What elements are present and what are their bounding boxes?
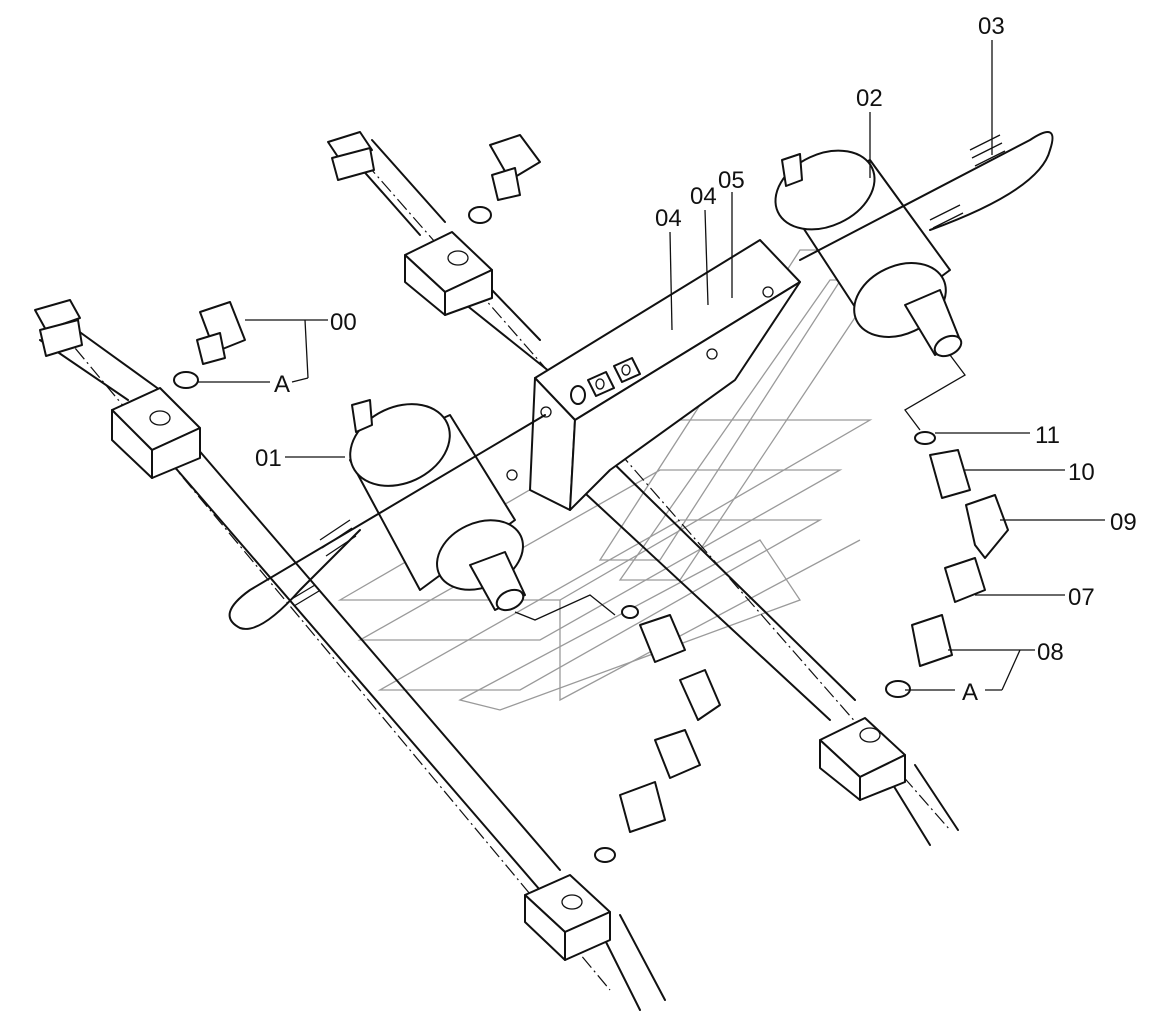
label-a-right: A <box>962 679 978 706</box>
label-11: 11 <box>1035 422 1060 449</box>
label-10: 10 <box>1068 459 1095 486</box>
left-pipe <box>34 299 666 1011</box>
label-a-left: A <box>274 371 290 398</box>
part-labels: 00 01 02 03 04 04 05 07 08 09 10 11 A A <box>255 13 1137 706</box>
label-07: 07 <box>1068 584 1095 611</box>
leader-lines <box>198 40 1105 691</box>
label-09: 09 <box>1110 509 1137 536</box>
label-03: 03 <box>978 13 1005 40</box>
mounting-bracket <box>506 239 801 511</box>
middle-pipe <box>327 131 959 846</box>
label-04b: 04 <box>690 183 717 210</box>
label-00: 00 <box>330 309 357 336</box>
label-05: 05 <box>718 167 745 194</box>
filter-01 <box>228 399 546 630</box>
right-fitting-chain <box>885 354 1009 698</box>
left-fitting-chain <box>514 594 721 863</box>
label-04a: 04 <box>655 205 682 232</box>
plug-parts <box>173 134 541 389</box>
filter-02 <box>774 131 1054 358</box>
label-02: 02 <box>856 85 883 112</box>
label-08: 08 <box>1037 639 1064 666</box>
label-01: 01 <box>255 445 282 472</box>
